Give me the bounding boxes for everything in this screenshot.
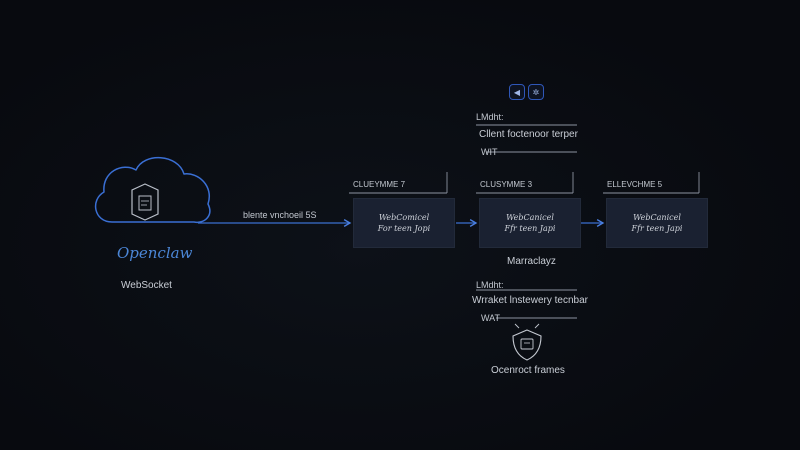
- stage-node-subtitle: For teen Jopi: [377, 224, 431, 233]
- cloud-icon: [94, 156, 211, 224]
- stage-node[interactable]: WebCanicel Ffr teen Japi: [606, 198, 708, 248]
- bottom-panel-title: Marraclayz: [507, 256, 556, 267]
- top-panel-row: LMdht:: [476, 112, 504, 122]
- stage-node-subtitle: Ffr teen Japi: [631, 224, 683, 233]
- top-panel-row: WIT: [481, 147, 498, 157]
- bottom-panel-row: Wrraket lnstewery tecnbar: [472, 295, 588, 306]
- stage-header: CLUSYMME 3: [480, 180, 533, 189]
- stage-node-title: WebCanicel: [506, 213, 554, 222]
- stage-header: ELLEVCHME 5: [607, 180, 663, 189]
- stage-node-title: WebCanicel: [633, 213, 681, 222]
- settings-icon[interactable]: ✲: [528, 84, 544, 100]
- stage-node-subtitle: Ffr teen Japi: [504, 224, 556, 233]
- stage-node-title: WebComicel: [378, 213, 430, 222]
- brand-name: Openclaw: [117, 244, 193, 262]
- top-panel-row: Cllent foctenoor terper: [479, 129, 578, 140]
- bottom-panel-row: LMdht:: [476, 280, 504, 290]
- source-caption: WebSocket: [121, 280, 172, 291]
- bottom-panel-caption: Ocenroct frames: [491, 365, 565, 376]
- stage-header: CLUEYMME 7: [353, 180, 406, 189]
- stage-node[interactable]: WebCanicel Ffr teen Japi: [479, 198, 581, 248]
- stage-node[interactable]: WebComicel For teen Jopi: [353, 198, 455, 248]
- bottom-panel-row: WAT: [481, 313, 500, 323]
- shield-icon: [512, 323, 542, 361]
- back-icon[interactable]: ◀: [509, 84, 525, 100]
- source-link-label: blente vnchoeil 5S: [243, 210, 317, 220]
